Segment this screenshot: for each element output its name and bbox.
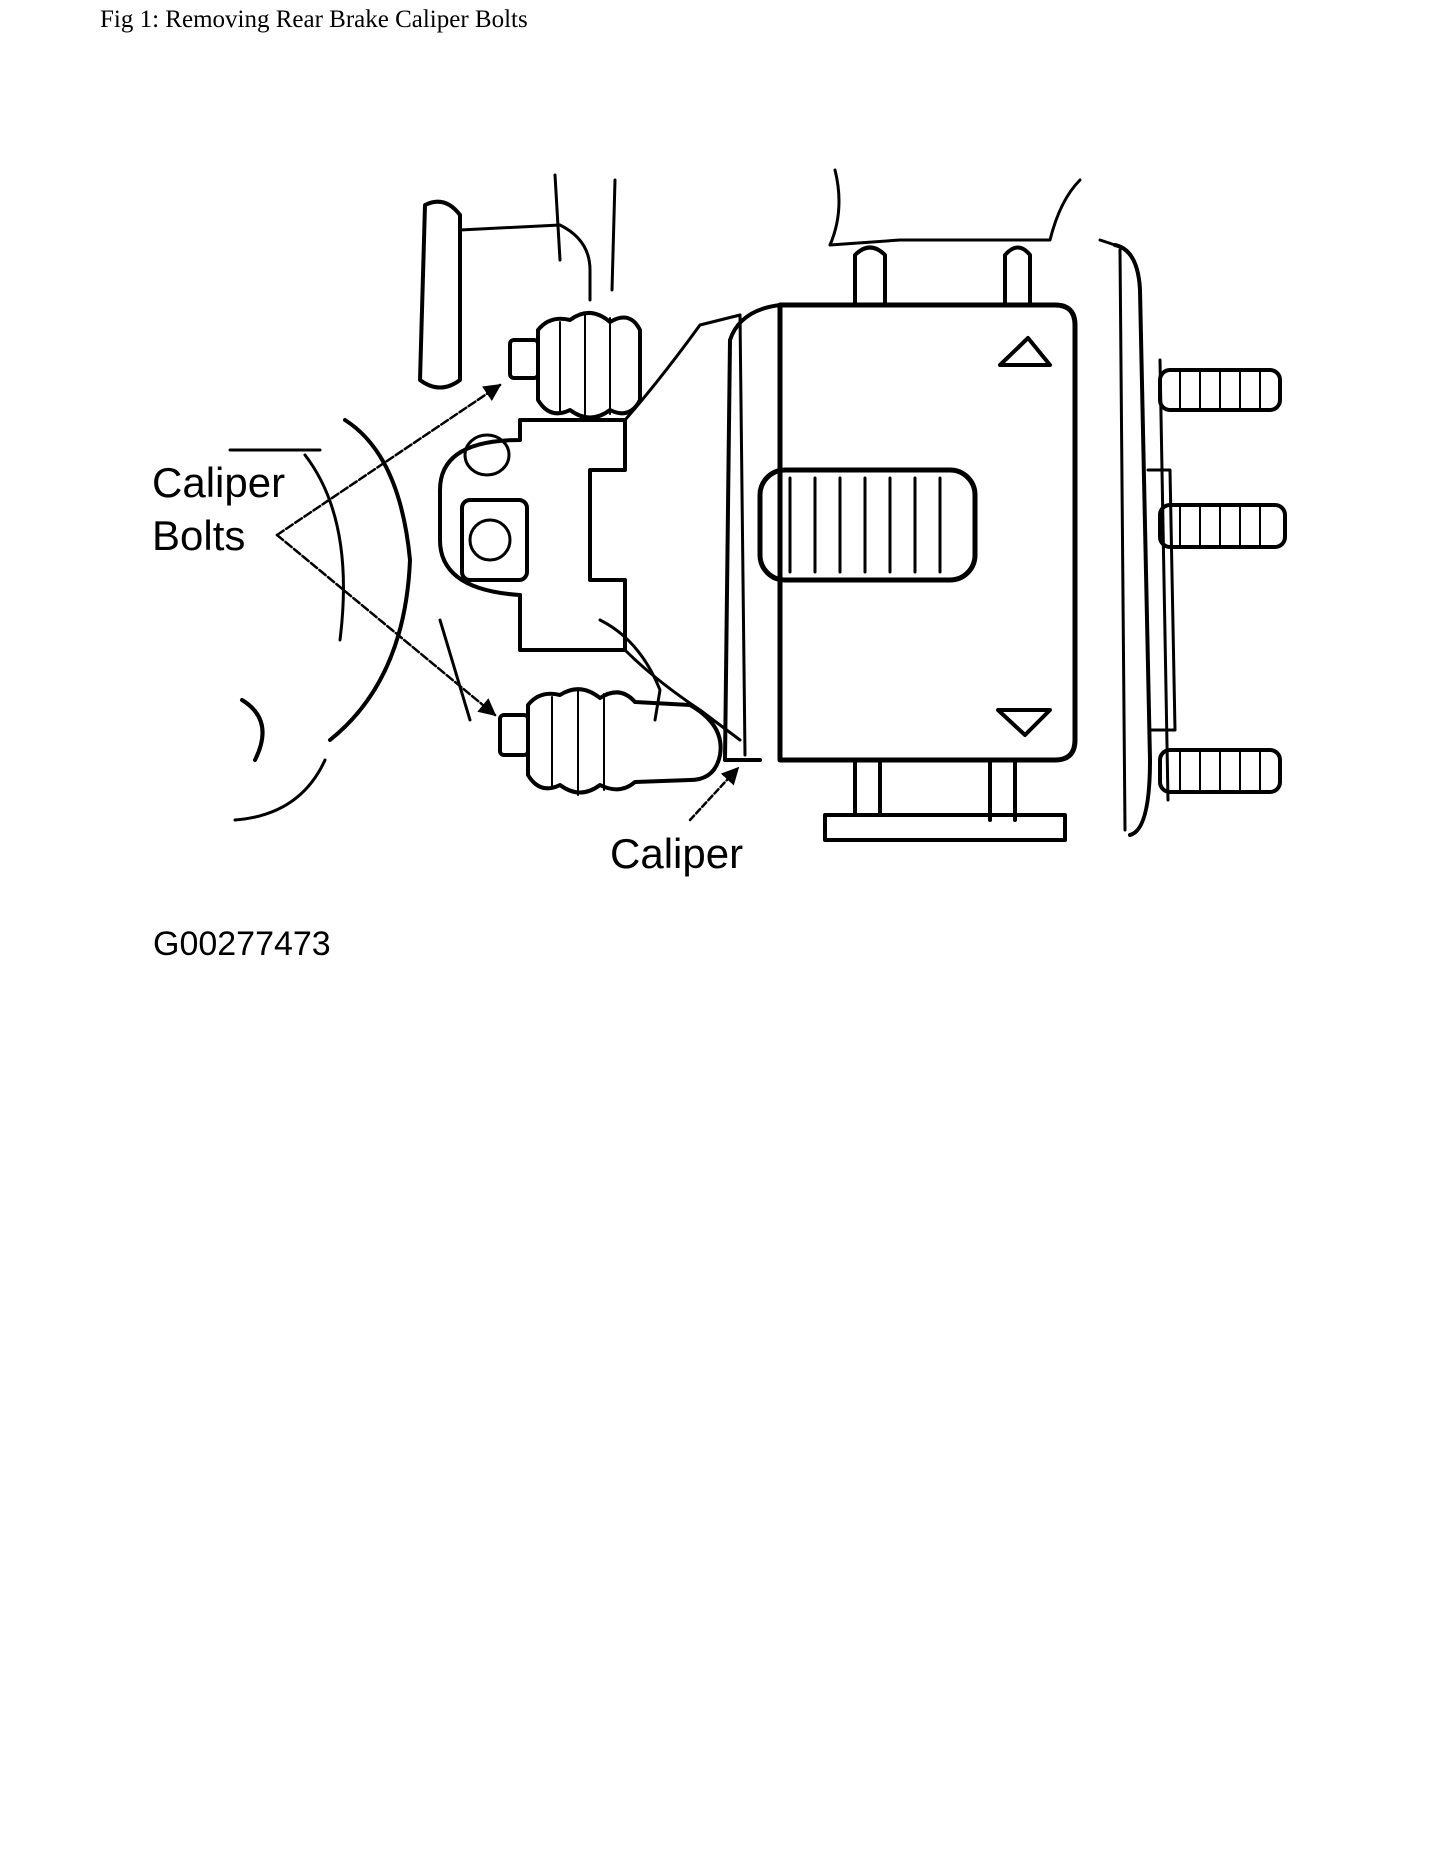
wheel-stud-bottom [1158, 748, 1282, 794]
figure-caption: Fig 1: Removing Rear Brake Caliper Bolts [100, 6, 528, 33]
wheel-stud-middle [1158, 503, 1287, 549]
steering-knuckle [228, 173, 662, 822]
caliper-bolts-label-line2: Bolts [152, 512, 245, 559]
brake-rotor [1098, 238, 1177, 837]
caliper-label: Caliper [610, 830, 743, 877]
wheel-studs [1158, 368, 1287, 794]
caliper-bolts-label-line1: Caliper [152, 459, 285, 506]
wheel-stud-top [1158, 368, 1282, 412]
lower-caliper-bolt [498, 687, 723, 796]
caliper-body [723, 302, 1078, 763]
caliper-guide-pins [823, 168, 1082, 842]
brake-caliper-diagram: Caliper Bolts Caliper G00277473 [152, 168, 1287, 963]
caliper-bracket [438, 313, 742, 742]
figure-id: G00277473 [153, 925, 331, 963]
caliper-bolts-callout-arrows [275, 383, 502, 717]
caliper-callout-arrow [688, 766, 740, 822]
upper-caliper-bolt [508, 311, 642, 420]
diagram-canvas: Caliper Bolts Caliper G00277473 [152, 168, 1287, 963]
